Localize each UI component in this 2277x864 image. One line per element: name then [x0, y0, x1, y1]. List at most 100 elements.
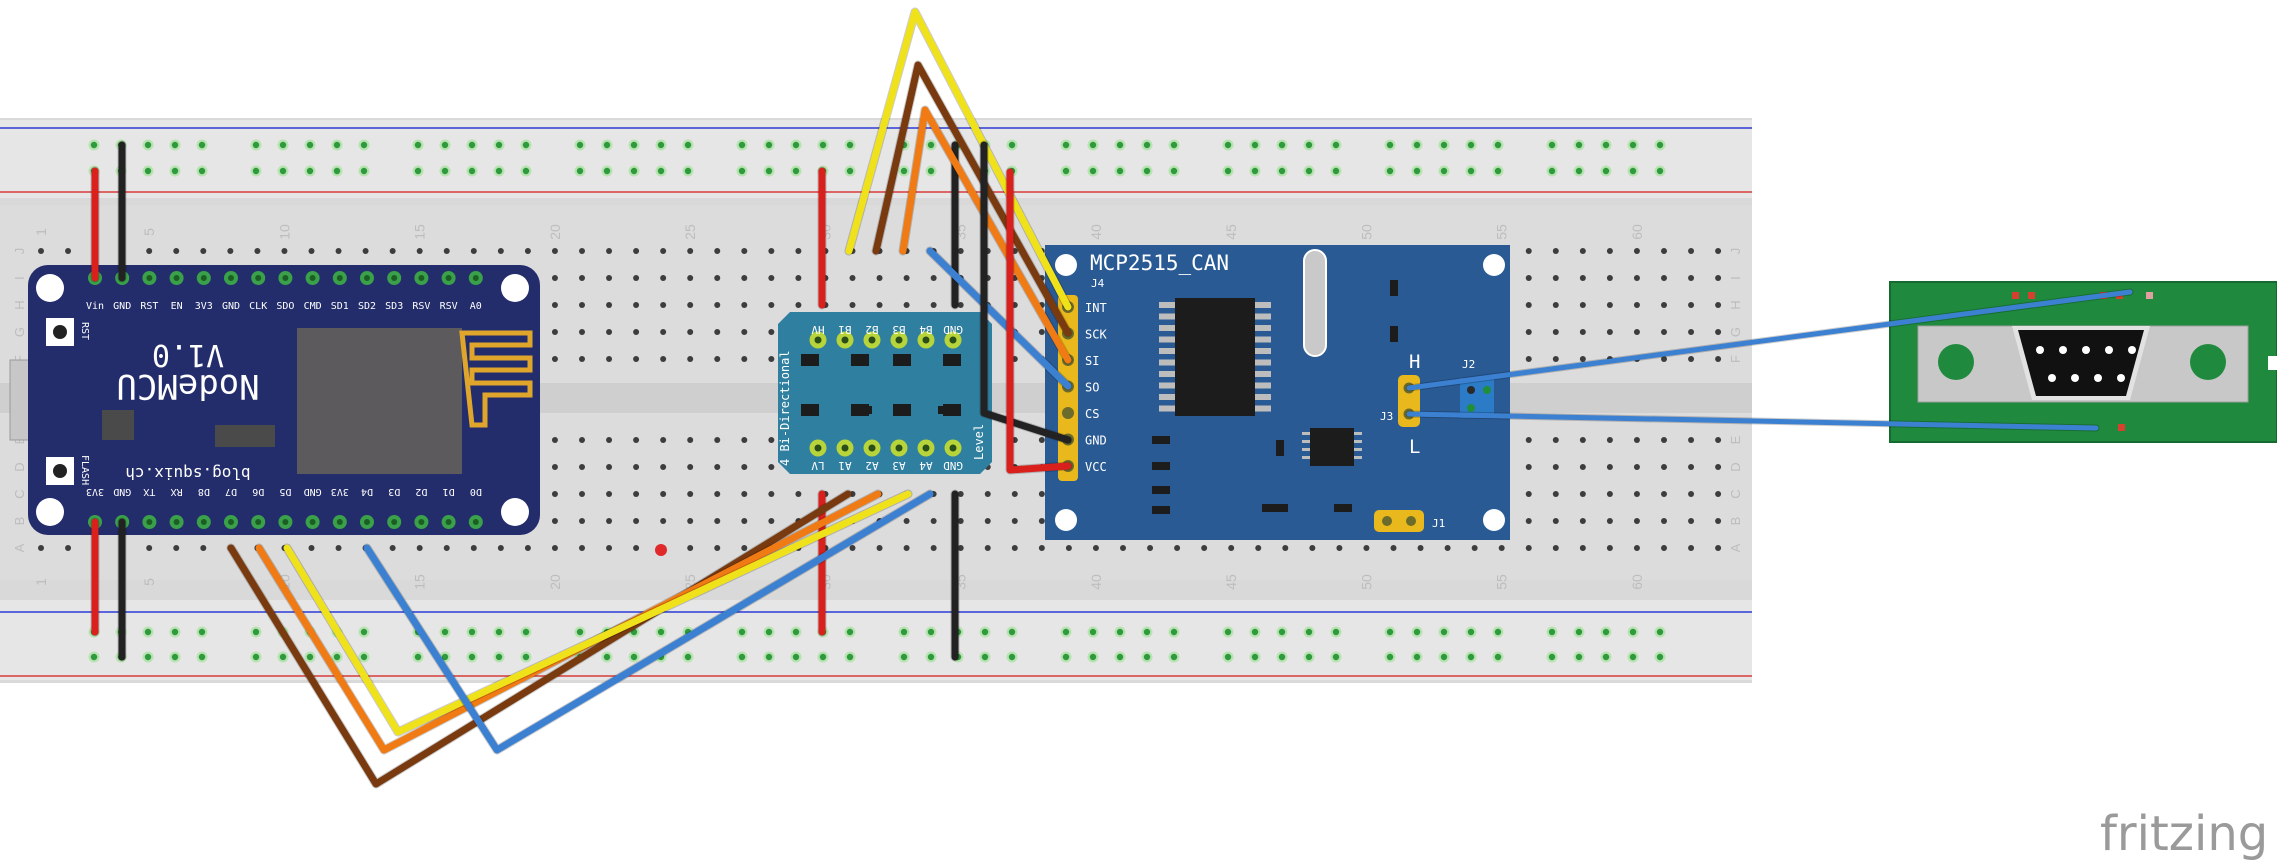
- pin-label-cmd: CMD: [304, 301, 322, 312]
- mcp-pin-label-so: SO: [1085, 381, 1099, 395]
- wire-blue-so: [926, 247, 1072, 390]
- breadboard-hole: [1147, 545, 1154, 551]
- pin-label-clk: CLK: [249, 301, 267, 312]
- connected-hole: [657, 141, 665, 149]
- breadboard-hole: [1471, 545, 1478, 551]
- connected-hole: [738, 628, 746, 636]
- breadboard-hole: [416, 545, 423, 551]
- column-number-bottom: 20: [547, 574, 563, 590]
- breadboard-hole: [551, 248, 558, 254]
- breadboard-hole: [903, 545, 910, 551]
- header-pin-core: [173, 275, 180, 281]
- breadboard-hole: [1336, 545, 1343, 551]
- breadboard-hole: [1688, 302, 1695, 308]
- mcp-pin-label-vcc: VCC: [1085, 460, 1107, 474]
- breadboard-hole: [1525, 518, 1532, 524]
- breadboard-hole: [633, 248, 640, 254]
- breadboard-hole: [768, 437, 775, 443]
- ls-pin-label-gnd: GND: [943, 459, 963, 472]
- connected-hole: [792, 167, 800, 175]
- pin-label-en: EN: [171, 301, 183, 312]
- connected-hole: [1602, 141, 1610, 149]
- header-pin-core: [364, 519, 370, 525]
- smd-part: [1262, 504, 1288, 512]
- connected-hole: [738, 141, 746, 149]
- breadboard-hole: [1606, 275, 1613, 281]
- ls-pin-label-a2: A2: [865, 459, 878, 472]
- nodemcu-board: RST FLASH NodeMCU V1.0 blog.squix.ch Vin…: [9, 265, 540, 535]
- wire-black-gnd-mcp: [980, 141, 1072, 444]
- breadboard-hole: [1715, 248, 1722, 254]
- pin-label-gnd: GND: [304, 486, 322, 497]
- header-pin-core: [336, 519, 343, 525]
- breadboard-hole: [1661, 329, 1667, 335]
- connected-hole: [1170, 653, 1178, 661]
- pin-label-d7: D7: [225, 486, 237, 497]
- connected-hole: [1224, 167, 1232, 175]
- connected-hole: [522, 167, 530, 175]
- connected-hole: [1143, 628, 1151, 636]
- connected-hole: [1629, 167, 1637, 175]
- chip-leg: [1159, 302, 1175, 308]
- chip-leg: [1255, 359, 1271, 366]
- column-number-top: 60: [1629, 224, 1645, 240]
- chip-leg: [1159, 325, 1175, 331]
- db9-socket: [2018, 330, 2144, 396]
- connected-hole: [1332, 628, 1340, 636]
- pin-label-d3: D3: [388, 486, 400, 497]
- connected-hole: [1332, 167, 1340, 175]
- breadboard-hole: [146, 545, 153, 551]
- header-pin-core: [391, 519, 398, 525]
- fritzing-watermark: fritzing: [2100, 806, 2268, 862]
- breadboard-hole: [551, 329, 558, 335]
- row-letter-right: I: [1728, 276, 1743, 280]
- ls-pin-label-hv: HV: [811, 323, 825, 336]
- db9-pad: [2118, 424, 2125, 431]
- connected-hole: [1251, 653, 1259, 661]
- chip-leg: [1354, 456, 1362, 459]
- connected-hole: [252, 628, 260, 636]
- breadboard-hole: [768, 275, 775, 281]
- breadboard-hole: [1688, 329, 1695, 335]
- level-shifter-components: [801, 354, 961, 416]
- breadboard-hole: [579, 329, 585, 335]
- breadboard-hole: [633, 545, 640, 551]
- breadboard-hole: [660, 248, 667, 254]
- connected-hole: [522, 628, 530, 636]
- breadboard-hole: [1606, 329, 1613, 335]
- breadboard-hole: [1606, 464, 1613, 470]
- connected-hole: [468, 628, 476, 636]
- column-number-bottom: 55: [1494, 574, 1510, 590]
- connected-hole: [1386, 628, 1394, 636]
- mcp2515-pcb: [1045, 245, 1510, 540]
- connected-hole: [1116, 653, 1124, 661]
- chip-leg: [1159, 348, 1175, 354]
- breadboard-hole: [389, 248, 396, 254]
- connected-hole: [1602, 167, 1610, 175]
- connected-hole: [441, 628, 449, 636]
- breadboard-hole: [606, 302, 613, 308]
- breadboard-hole: [1715, 464, 1722, 470]
- chip-leg: [1255, 336, 1271, 343]
- breadboard-hole: [714, 545, 721, 551]
- chip-leg: [1354, 440, 1362, 443]
- breadboard-hole: [1715, 437, 1722, 443]
- header-pin-core: [255, 275, 262, 281]
- connected-hole: [1062, 141, 1070, 149]
- ls-pin-core: [814, 444, 822, 452]
- connected-hole: [1413, 167, 1421, 175]
- breadboard-hole: [687, 545, 694, 551]
- breadboard-hole: [633, 518, 640, 524]
- row-letter-right: H: [1728, 300, 1743, 309]
- breadboard-hole: [1201, 545, 1208, 551]
- pin-label-rx: RX: [171, 486, 183, 497]
- column-number-top: 40: [1088, 224, 1104, 240]
- connected-hole: [1170, 628, 1178, 636]
- mcp-pin-label-si: SI: [1085, 354, 1099, 368]
- pin-label-3v3: 3V3: [331, 486, 349, 497]
- breadboard-hole: [1661, 437, 1667, 443]
- breadboard-hole: [1092, 545, 1099, 551]
- breadboard-hole: [660, 275, 667, 281]
- smd-resistor: [801, 404, 819, 416]
